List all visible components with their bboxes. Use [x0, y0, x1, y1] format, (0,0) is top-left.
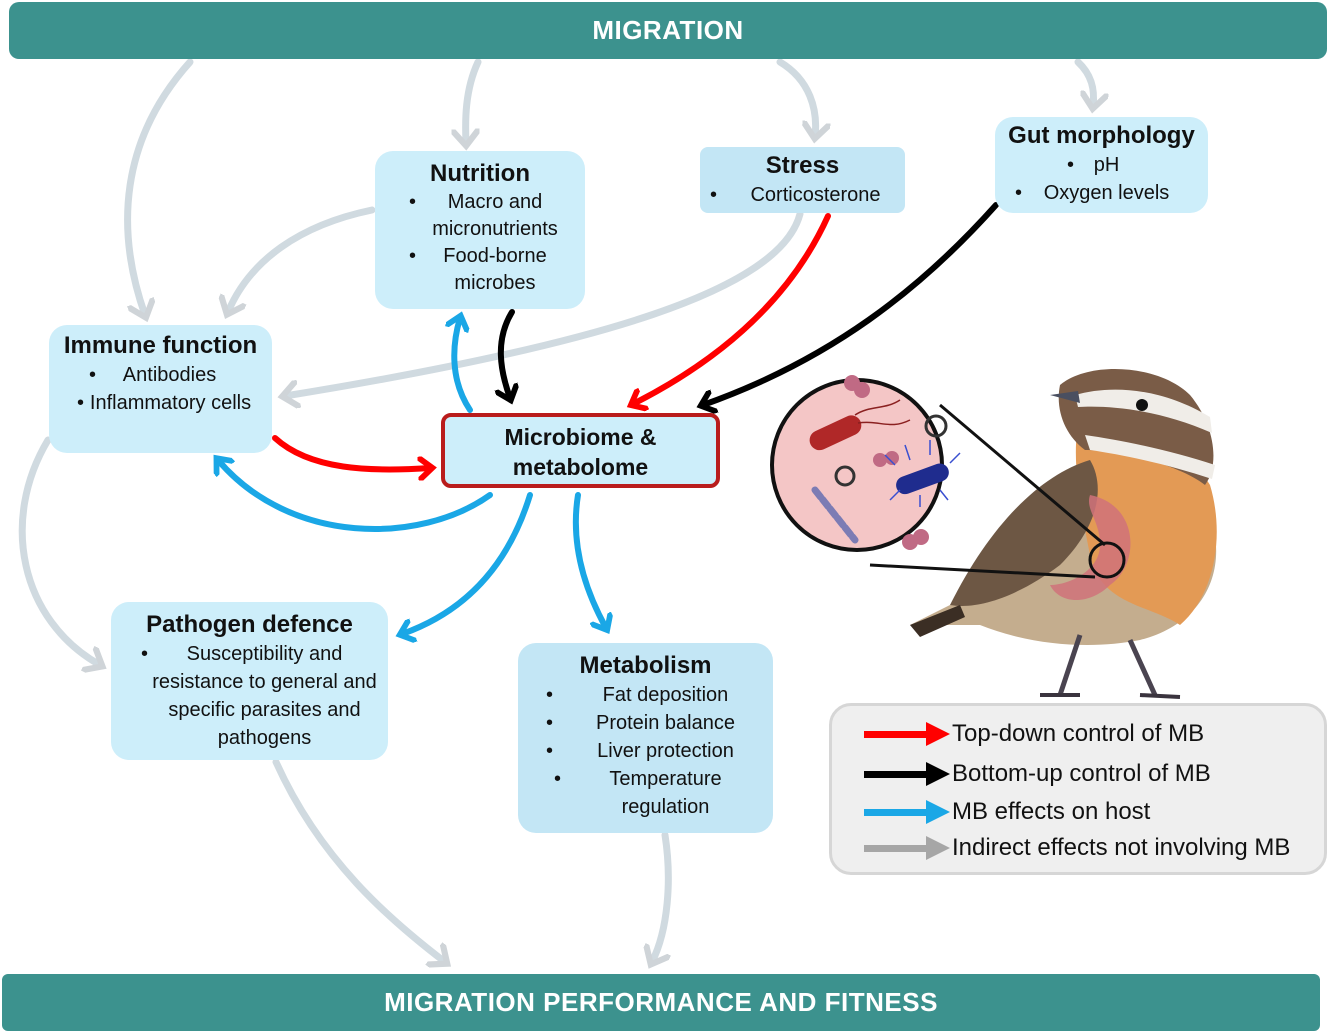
- bird-icon: [910, 368, 1217, 699]
- black-arrow-icon: [864, 762, 950, 786]
- legend-label: Top-down control of MB: [952, 720, 1205, 747]
- pathogen-item: Susceptibility and resistance to general…: [111, 640, 388, 752]
- migration-banner-label: MIGRATION: [592, 15, 744, 45]
- bird-illustration: [770, 368, 1217, 699]
- legend-item-mb-effects: MB effects on host: [864, 798, 1150, 826]
- metabolism-item: Protein balance: [518, 709, 773, 737]
- arrow-microbiome-nutrition: [454, 318, 473, 413]
- arrow-microbiome-pathogen: [402, 492, 533, 634]
- nutrition-title: Nutrition: [430, 160, 530, 187]
- blue-arrow-icon: [864, 800, 950, 824]
- legend-item-bottom-up: Bottom-up control of MB: [864, 760, 1211, 788]
- arrow-immune-pathogen: [18, 436, 100, 665]
- microbiome-title: Microbiome & metabolome: [504, 424, 657, 480]
- arrow-pathogen-fitness: [272, 758, 445, 962]
- fitness-banner-label: MIGRATION PERFORMANCE AND FITNESS: [384, 987, 938, 1017]
- arrow-migration-stress: [776, 58, 816, 136]
- arrow-gut-microbiome: [703, 202, 999, 405]
- stress-box: Stress Corticosterone: [700, 147, 905, 213]
- arrow-metabolism-fitness: [652, 831, 672, 962]
- immune-function-title: Immune function: [63, 332, 258, 359]
- gray-arrow-icon: [864, 836, 950, 860]
- stress-title: Stress: [765, 152, 840, 179]
- arrow-migration-nutrition: [466, 58, 482, 143]
- pathogen-defence-box: Pathogen defence Susceptibility and resi…: [111, 602, 388, 760]
- arrow-immune-microbiome: [272, 435, 430, 470]
- nutrition-box: Nutrition Macro and micronutrients Food-…: [375, 151, 585, 309]
- arrow-microbiome-metabolism: [572, 492, 606, 628]
- legend-item-indirect: Indirect effects not involving MB: [864, 834, 1290, 862]
- gut-morphology-box: Gut morphology pH Oxygen levels: [995, 117, 1208, 213]
- gut-item: pH: [995, 151, 1208, 179]
- microbiome-metabolome-box: Microbiome & metabolome: [441, 413, 720, 488]
- arrow-stress-immune: [285, 210, 804, 396]
- metabolism-item: Temperature regulation: [518, 765, 773, 821]
- metabolism-item: Fat deposition: [518, 681, 773, 709]
- legend-label: Bottom-up control of MB: [952, 760, 1211, 787]
- arrow-nutrition-microbiome: [501, 309, 512, 398]
- gut-morphology-title: Gut morphology: [1008, 122, 1195, 149]
- legend: Top-down control of MB Bottom-up control…: [829, 703, 1327, 875]
- nutrition-item: Food-borne microbes: [375, 243, 585, 297]
- migration-banner: MIGRATION: [9, 2, 1327, 59]
- immune-item: Antibodies: [49, 361, 272, 389]
- gut-item: Oxygen levels: [995, 179, 1208, 207]
- legend-label: MB effects on host: [952, 798, 1151, 825]
- nutrition-item: Macro and micronutrients: [375, 189, 585, 243]
- fitness-banner: MIGRATION PERFORMANCE AND FITNESS: [2, 974, 1320, 1031]
- metabolism-item: Liver protection: [518, 737, 773, 765]
- legend-label: Indirect effects not involving MB: [952, 834, 1291, 861]
- stress-item: Corticosterone: [700, 181, 905, 209]
- arrow-stress-microbiome: [633, 213, 831, 404]
- metabolism-title: Metabolism: [579, 652, 712, 679]
- arrow-nutrition-immune: [228, 206, 376, 312]
- immune-item: Inflammatory cells: [49, 389, 272, 417]
- immune-function-box: Immune function Antibodies Inflammatory …: [49, 325, 272, 453]
- arrow-microbiome-immune: [218, 460, 493, 532]
- pathogen-defence-title: Pathogen defence: [146, 611, 353, 638]
- red-arrow-icon: [864, 722, 950, 746]
- arrow-migration-immune: [124, 58, 194, 315]
- legend-item-top-down: Top-down control of MB: [864, 720, 1204, 748]
- arrow-migration-gut: [1074, 58, 1094, 106]
- microbiome-inset-icon: [770, 375, 961, 552]
- metabolism-box: Metabolism Fat deposition Protein balanc…: [518, 643, 773, 833]
